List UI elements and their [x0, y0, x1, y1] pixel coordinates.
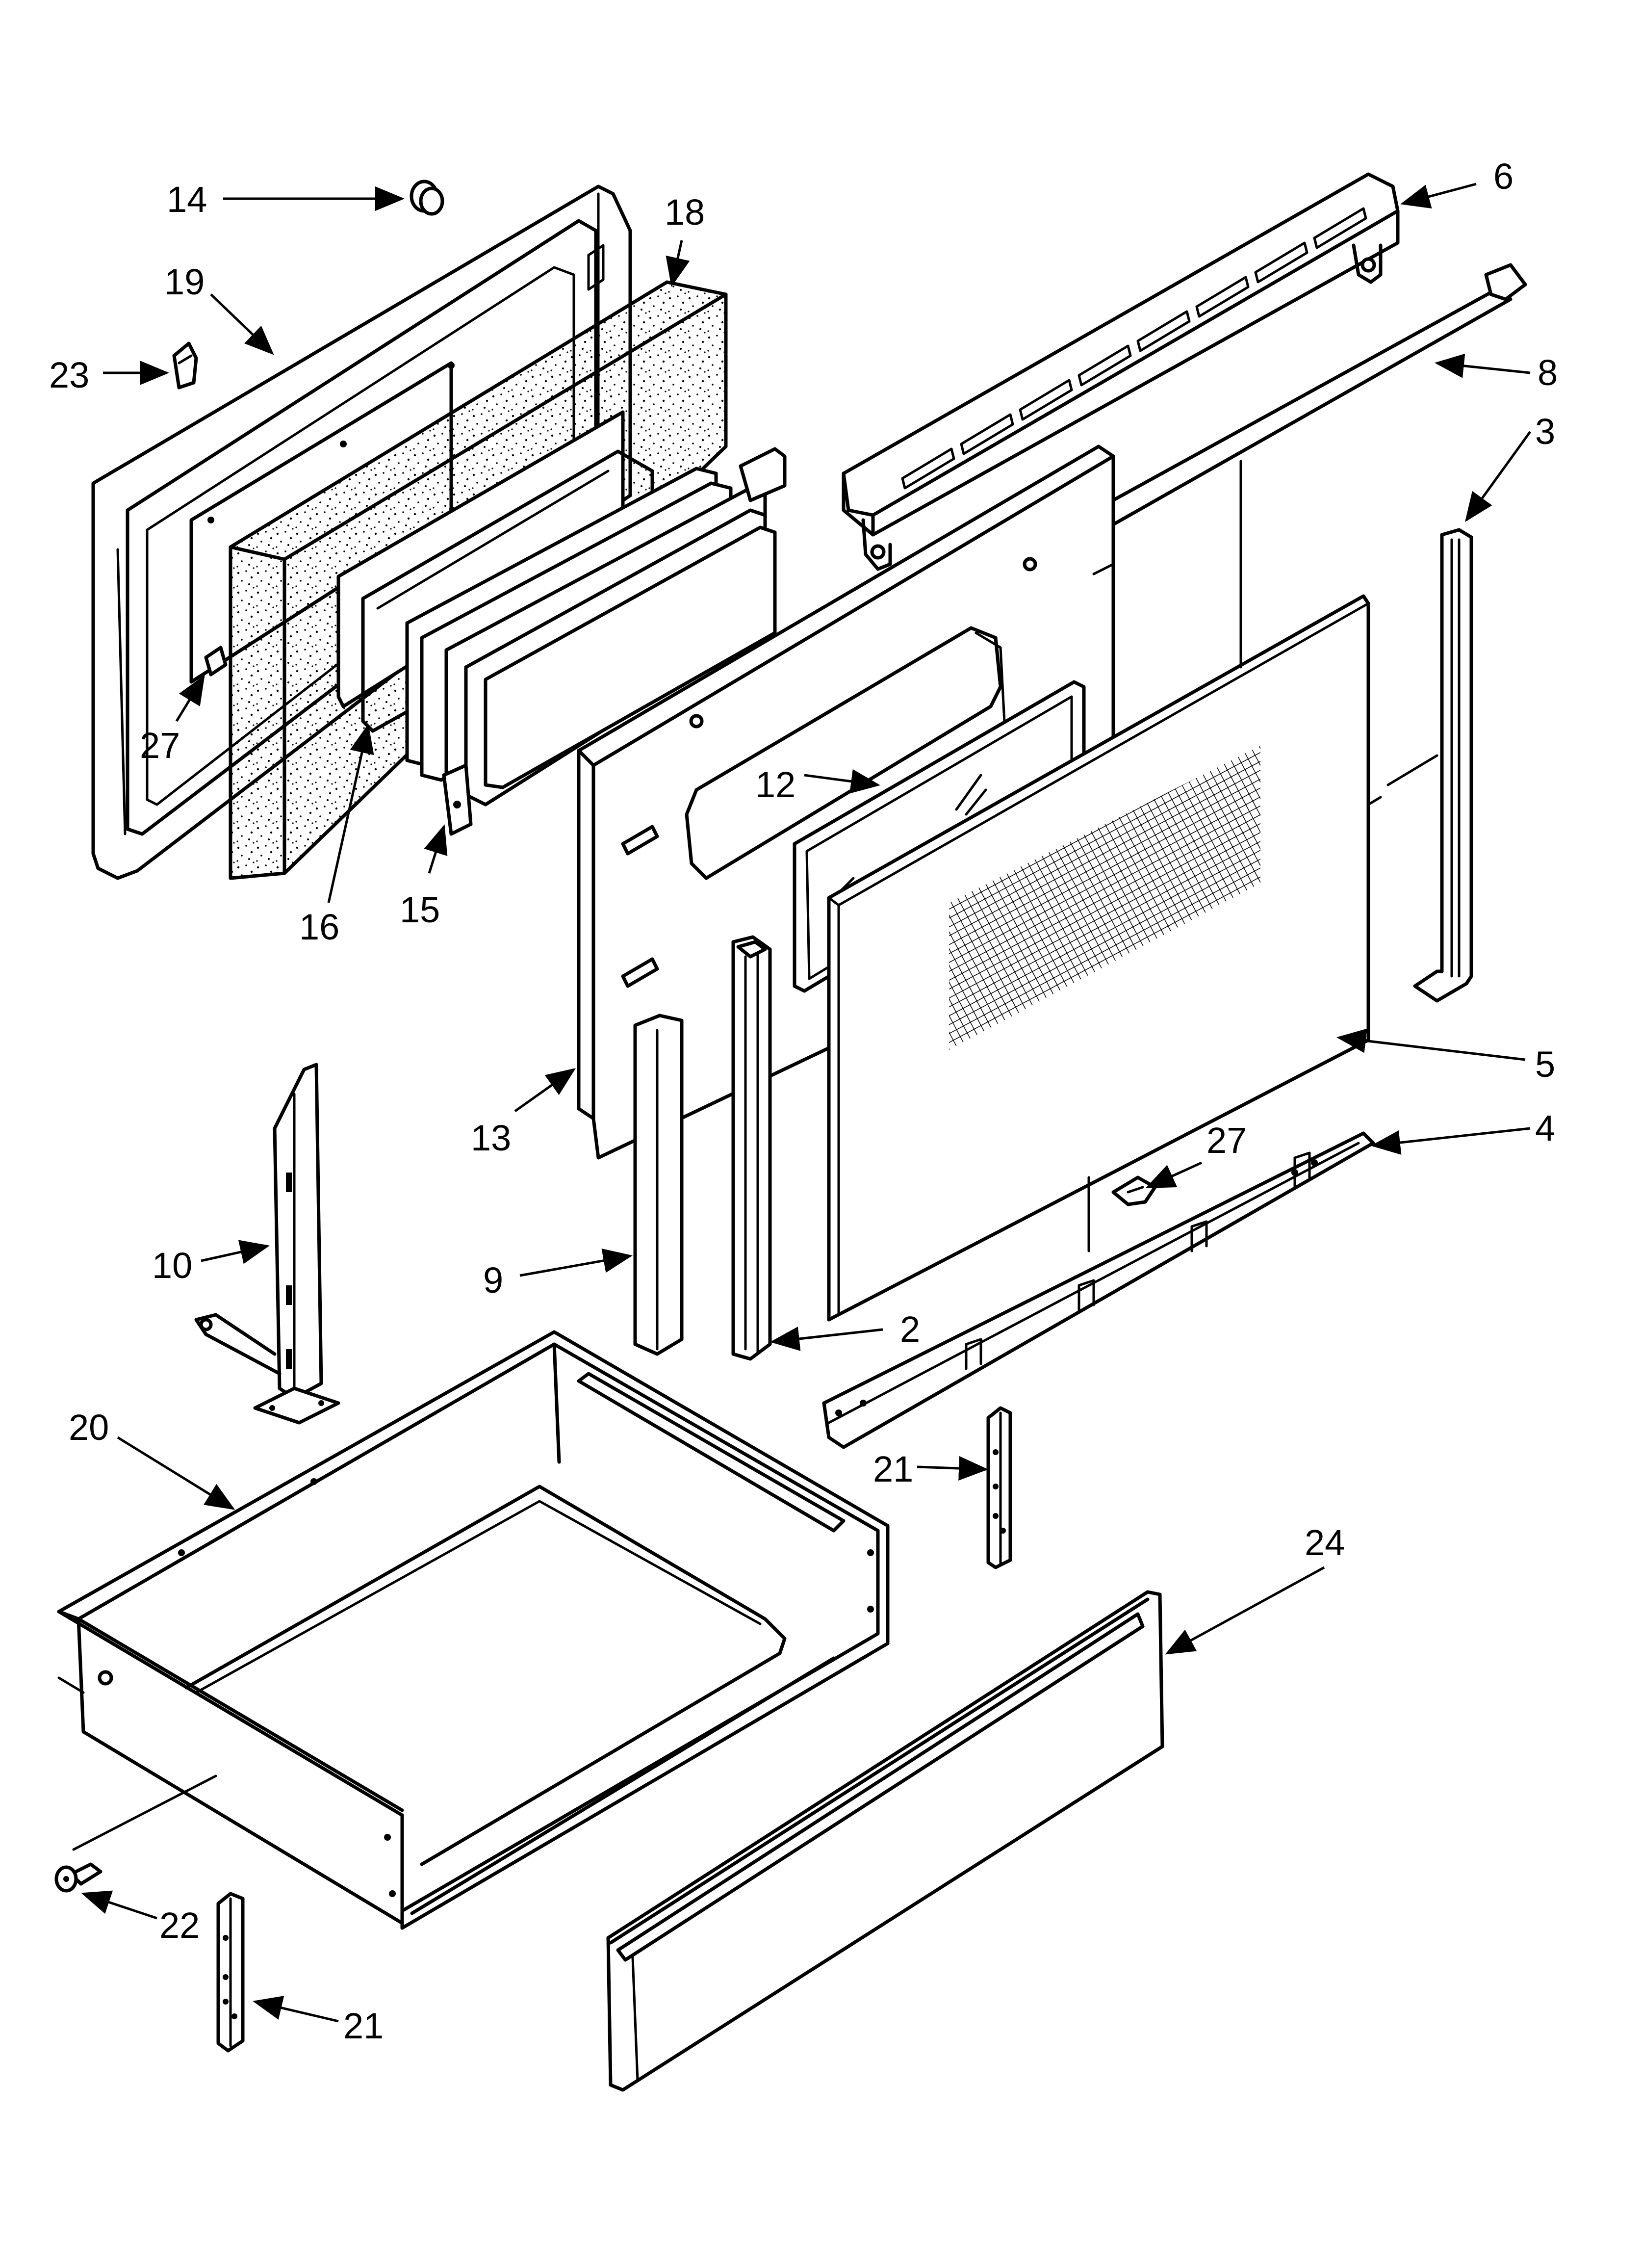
part-3-side-trim — [1386, 528, 1473, 1003]
part-9-filler — [633, 1014, 684, 1356]
callout-20: 20 — [69, 1407, 109, 1448]
callout-10: 10 — [152, 1245, 192, 1286]
part-14-bumper — [410, 180, 444, 216]
callout-21-lower: 21 — [343, 2006, 384, 2046]
part-27-clip-lower — [1111, 1175, 1157, 1206]
callout-5: 5 — [1535, 1044, 1555, 1085]
part-6-vent-trim — [842, 172, 1400, 571]
part-21-bracket-lower — [216, 1892, 245, 2053]
part-5-outer-panel — [827, 460, 1382, 1322]
part-23-clip — [172, 341, 198, 390]
callout-27-lower: 27 — [1206, 1120, 1247, 1161]
callout-22: 22 — [159, 1905, 200, 1946]
callout-15: 15 — [400, 889, 440, 930]
callout-14: 14 — [167, 179, 207, 220]
callout-16: 16 — [299, 907, 339, 947]
callout-18: 18 — [665, 192, 705, 233]
callout-13: 13 — [471, 1118, 511, 1158]
callout-labels: 14 19 18 23 27 16 15 6 8 3 12 5 4 27 13 … — [49, 156, 1558, 2046]
callout-9: 9 — [483, 1260, 503, 1301]
part-22-screw — [54, 1862, 103, 1893]
callout-19: 19 — [164, 261, 205, 302]
part-13-inner-panel — [577, 444, 1115, 1160]
part-20-drawer — [57, 1330, 890, 1930]
part-10-side-bracket — [194, 1063, 340, 1425]
callout-21-upper: 21 — [873, 1449, 913, 1489]
part-2-post — [731, 935, 772, 1361]
callout-12: 12 — [755, 764, 795, 805]
callout-8: 8 — [1538, 352, 1558, 393]
part-21-bracket-upper — [986, 1406, 1012, 1569]
callout-24: 24 — [1305, 1522, 1345, 1563]
callout-27-upper: 27 — [140, 725, 180, 766]
callout-4: 4 — [1535, 1108, 1555, 1148]
callout-2: 2 — [900, 1309, 920, 1350]
part-15-inner-panel — [405, 447, 787, 836]
callout-6: 6 — [1493, 156, 1514, 197]
part-27-clip-upper — [204, 646, 228, 677]
leader-lines — [81, 182, 1532, 2023]
callout-23: 23 — [49, 355, 89, 395]
part-24-drawer-front — [606, 1590, 1164, 2092]
callout-3: 3 — [1535, 411, 1555, 452]
part-4-hinge-rail — [822, 1131, 1375, 1449]
